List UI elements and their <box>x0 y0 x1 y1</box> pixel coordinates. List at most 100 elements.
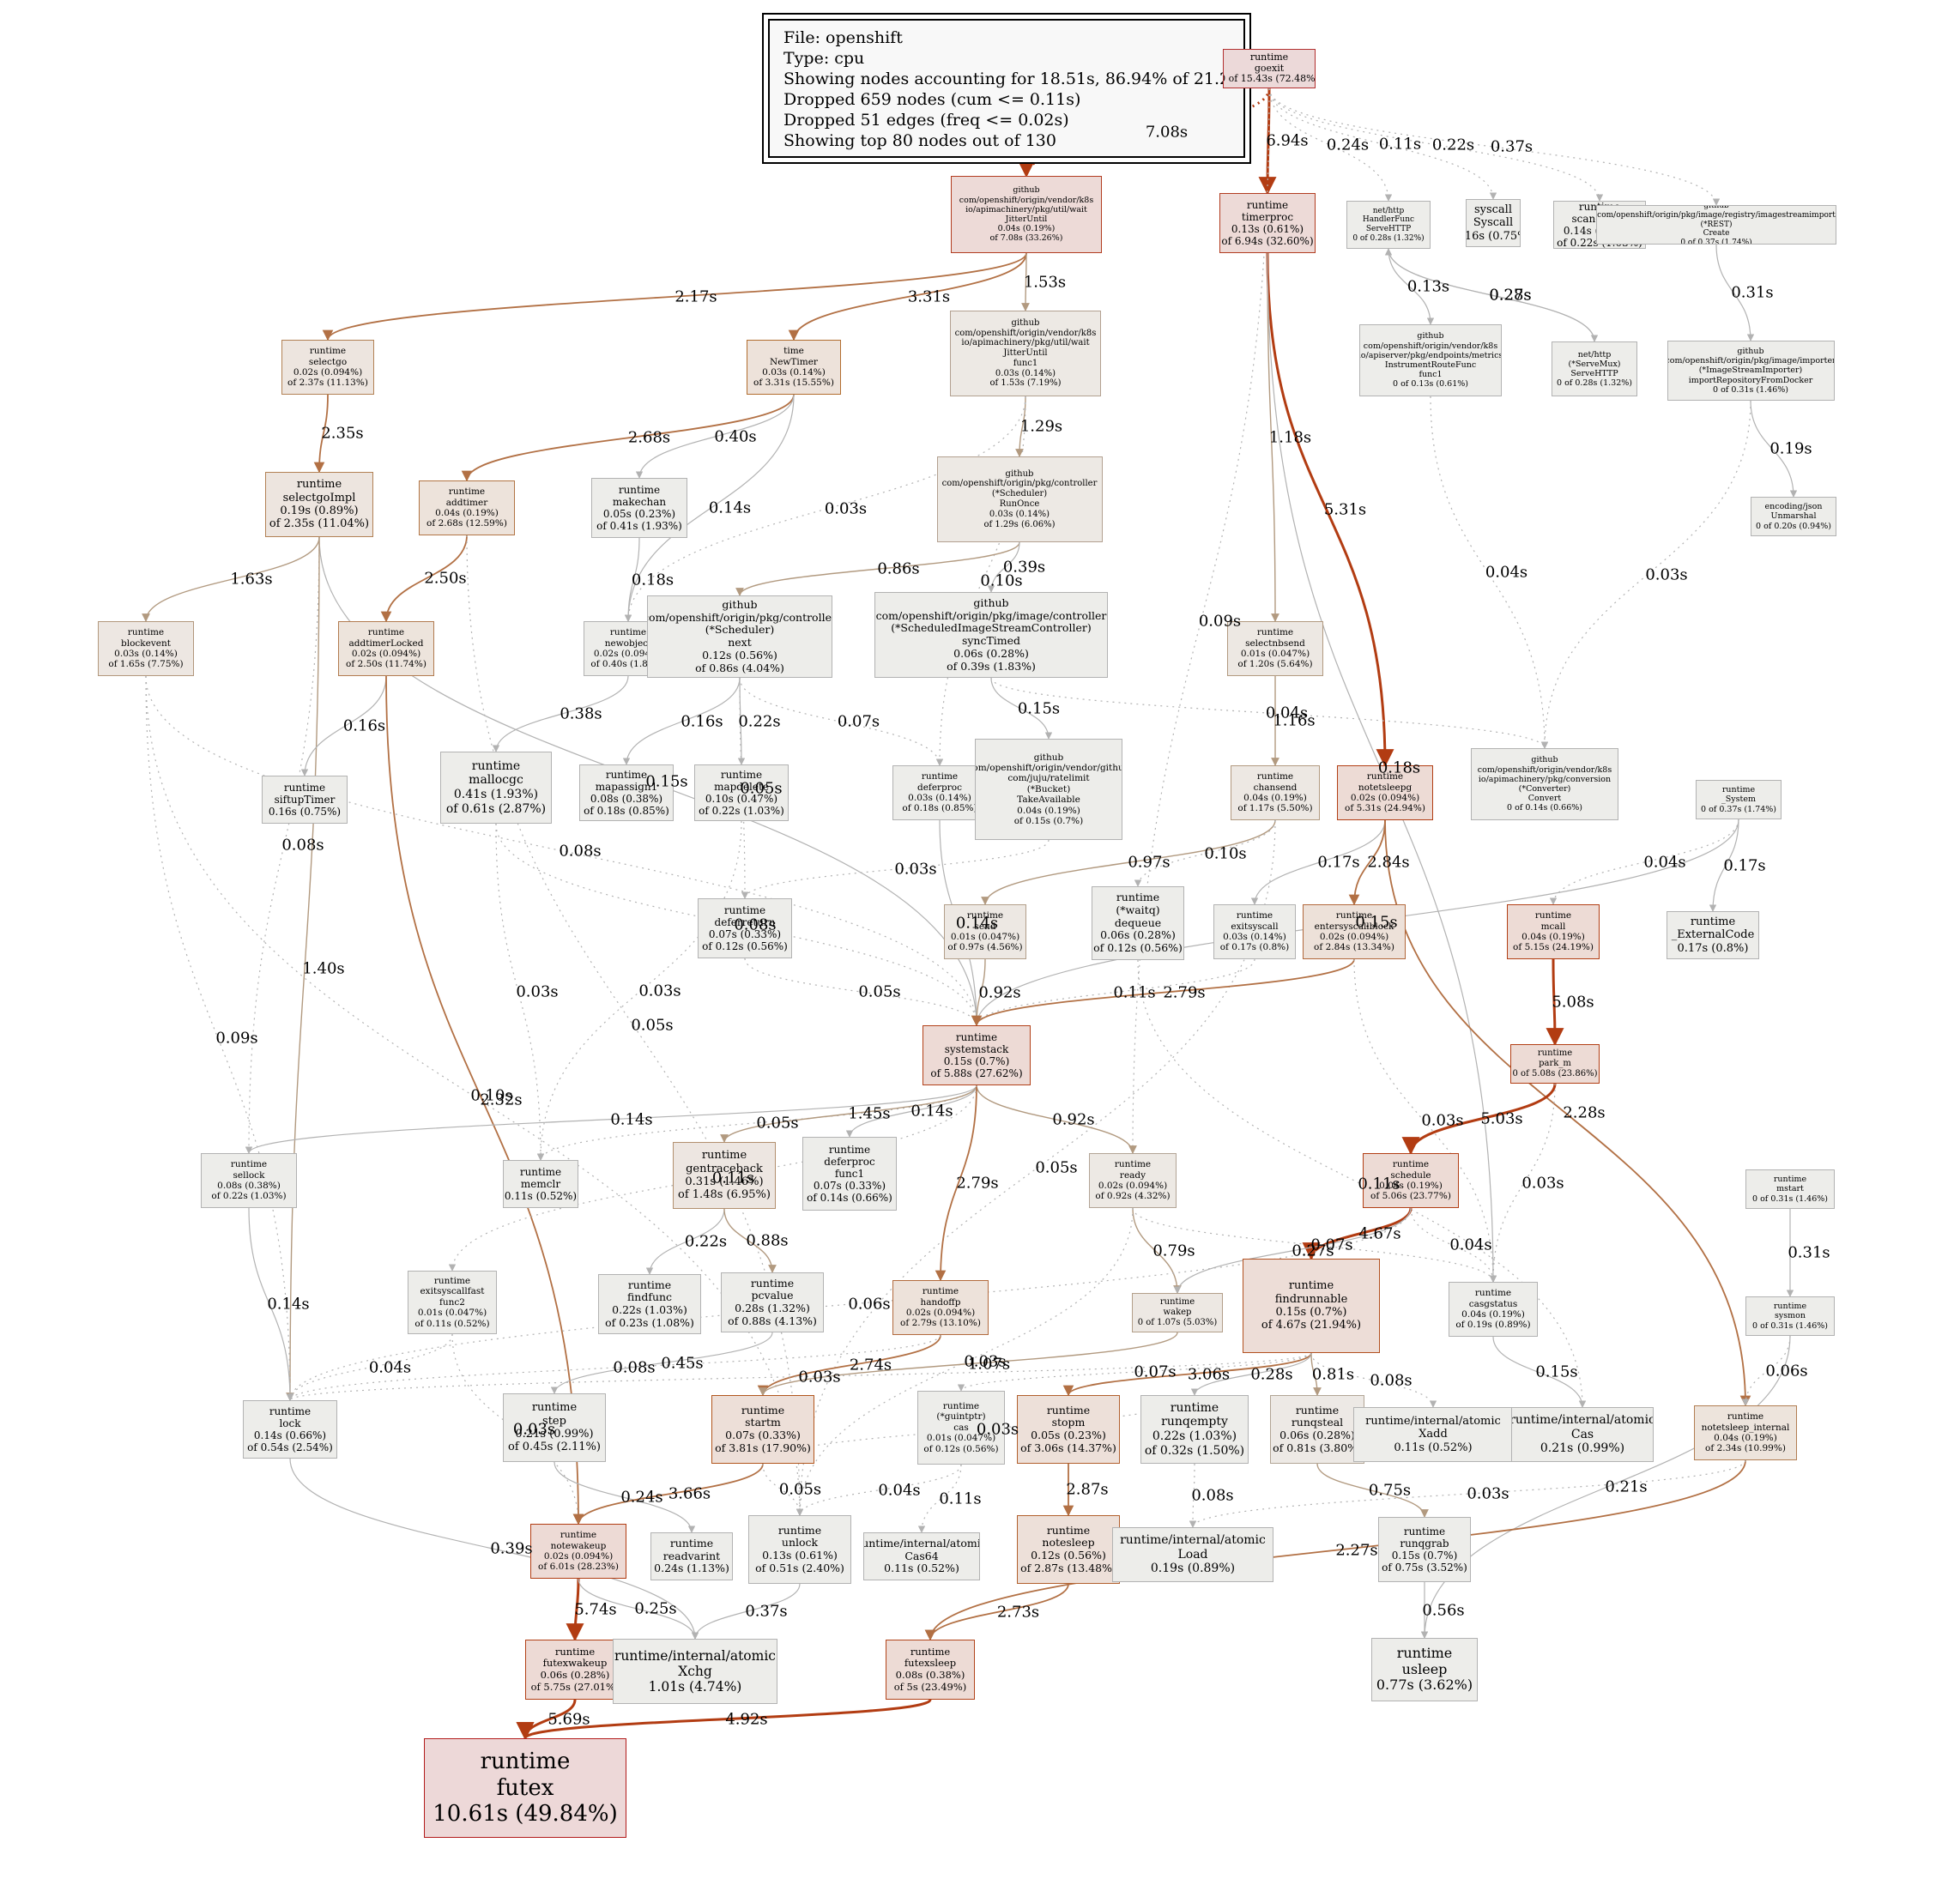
edge-label: 0.16s <box>681 712 723 730</box>
edge-label: 0.40s <box>714 427 757 445</box>
node-line: notetsleepg <box>1358 782 1413 793</box>
edge-label: 0.37s <box>745 1602 788 1621</box>
edge-step-readvarint <box>554 1461 696 1533</box>
legend-type: Type: cpu <box>783 49 865 68</box>
node-line: of 0.12s (0.56%) <box>923 1443 999 1454</box>
node-line: com/openshift/origin/vendor/k8s <box>1477 764 1612 775</box>
node-line: runtime/internal/atomic <box>1120 1533 1266 1548</box>
node-line: runtime <box>433 1276 471 1287</box>
edge-label: 0.03s <box>512 1420 556 1438</box>
node-line: HandlerFunc <box>1362 215 1415 225</box>
node-line: 0.03s (0.14%) <box>995 368 1056 378</box>
node-line: schedule <box>1390 1169 1431 1181</box>
node-line: timerproc <box>1241 210 1294 223</box>
node-line: mcall <box>1540 921 1566 932</box>
node-line: mapdelete <box>714 780 769 793</box>
edge-label: 0.22s <box>684 1232 728 1251</box>
node-line: entersyscallblock <box>1314 921 1394 932</box>
node-syscall[interactable]: syscallSyscall0.16s (0.75%) <box>1466 199 1521 247</box>
node-line: syscall <box>1473 203 1513 216</box>
edge-label: 5.74s <box>574 1600 617 1618</box>
node-line: runtime <box>1236 910 1273 921</box>
